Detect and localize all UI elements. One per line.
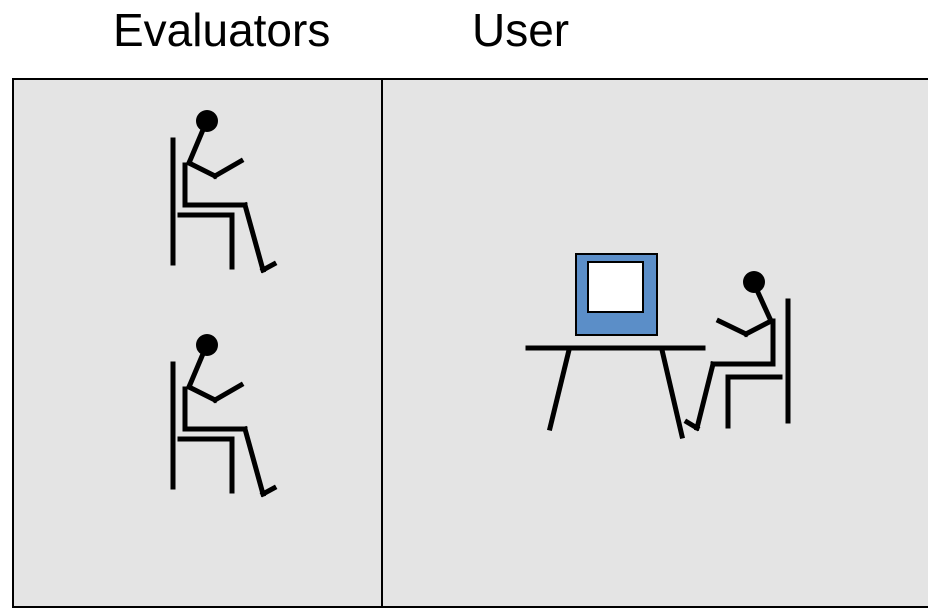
seated-person-icon (170, 110, 278, 274)
desk-icon (525, 345, 706, 440)
computer-monitor-icon (575, 253, 658, 336)
evaluators-label: Evaluators (113, 4, 331, 56)
seated-person-icon (683, 271, 791, 432)
seated-person-icon (170, 334, 278, 498)
user-label: User (472, 4, 570, 56)
